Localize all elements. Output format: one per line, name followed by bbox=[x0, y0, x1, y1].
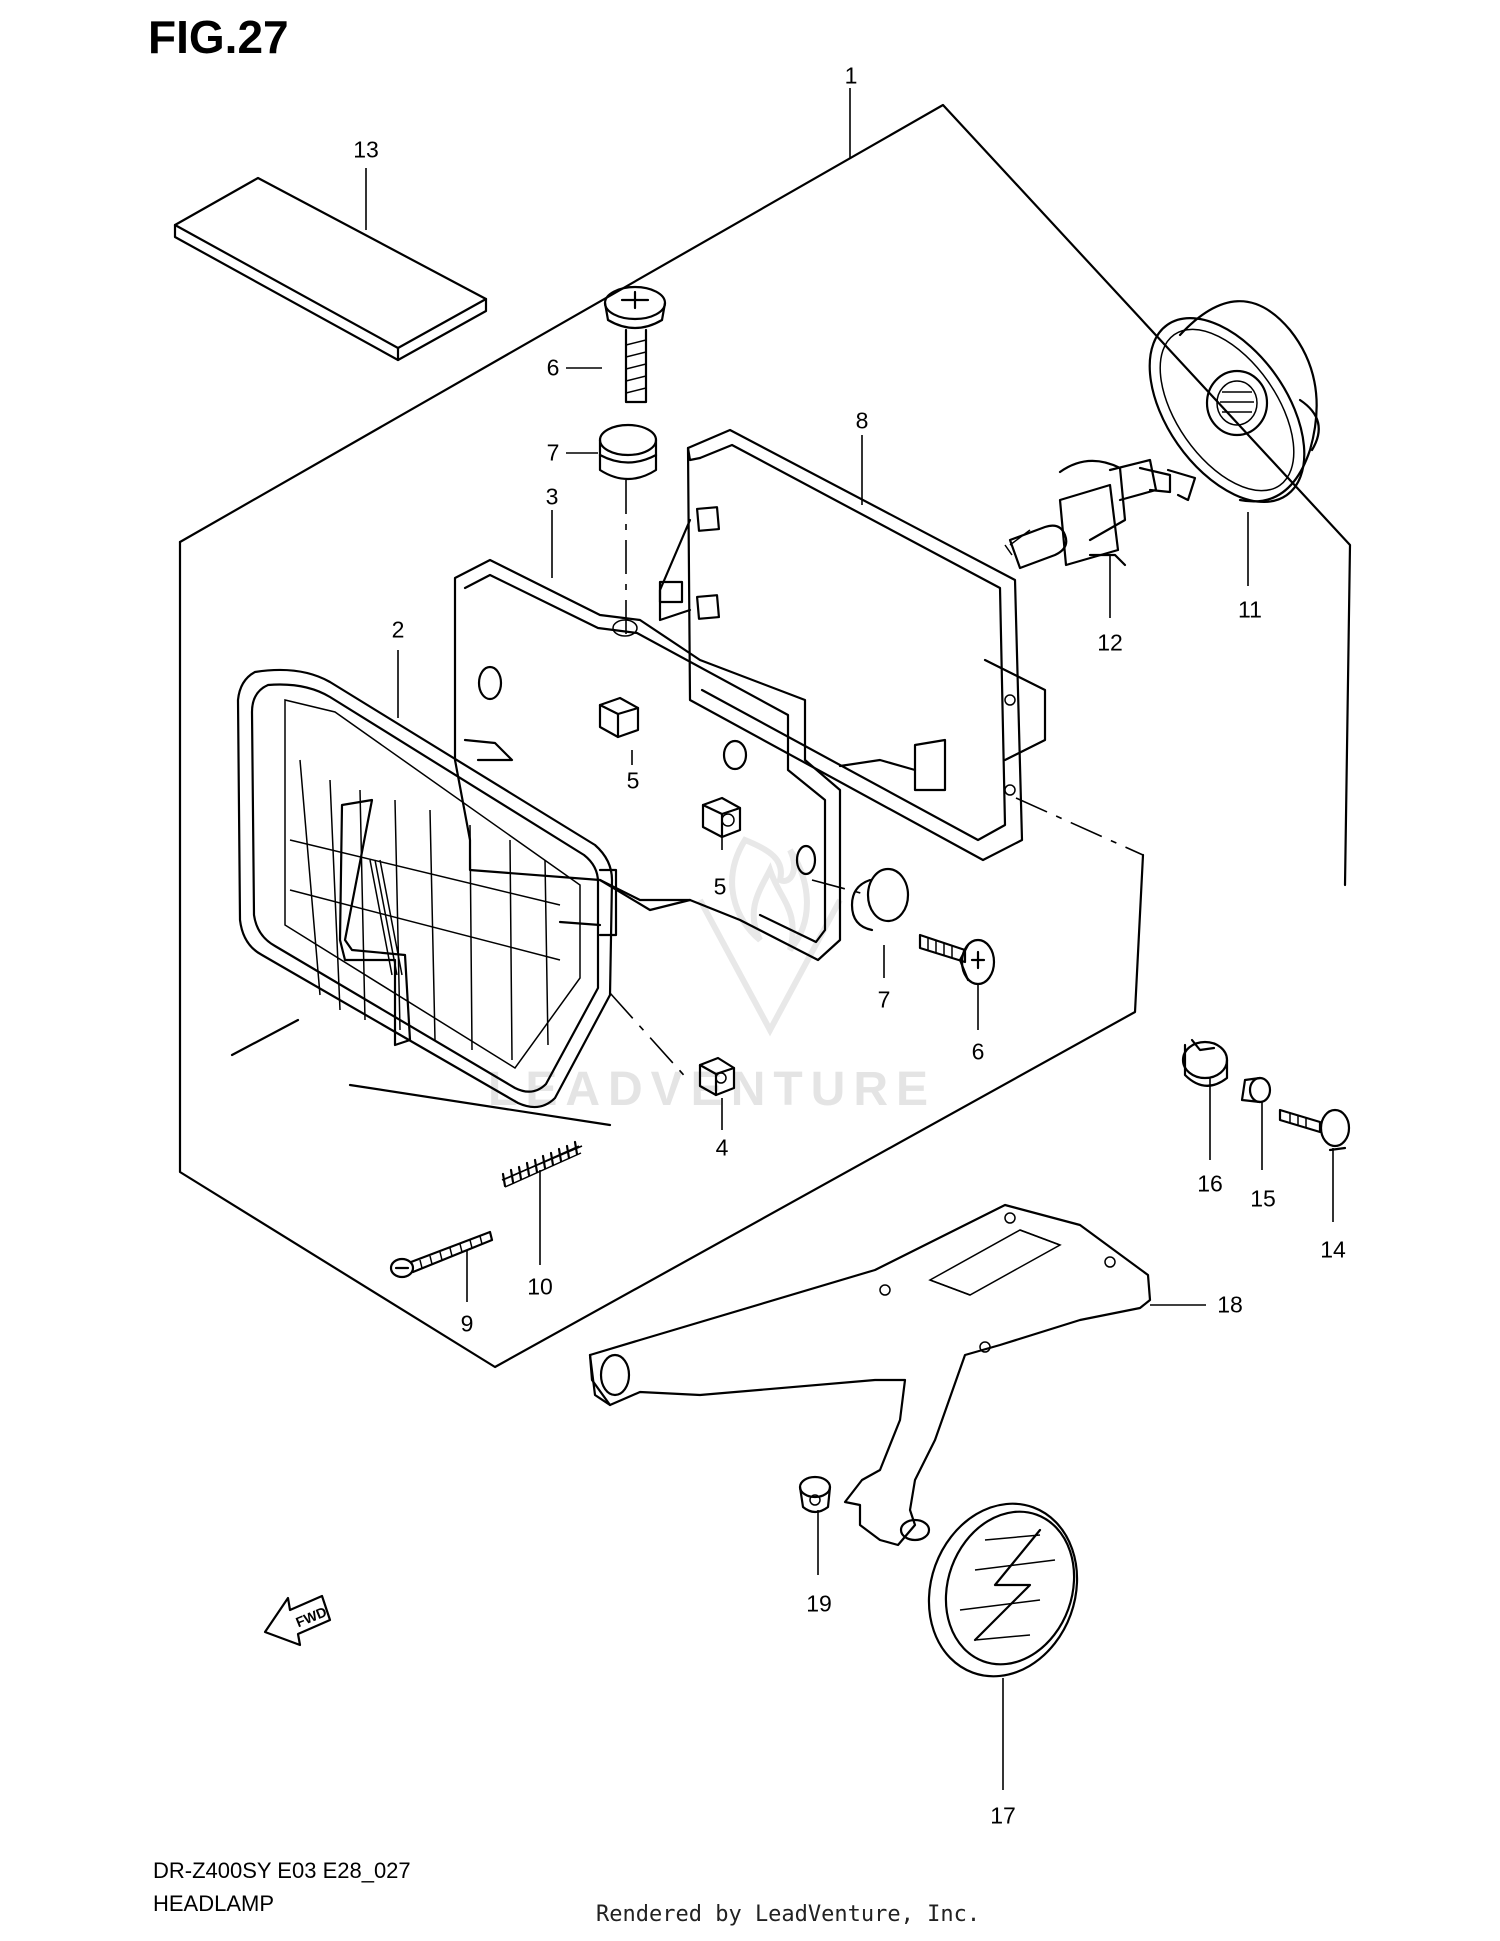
tape-pad-part bbox=[173, 176, 488, 362]
rendered-by-note: Rendered by LeadVenture, Inc. bbox=[596, 1902, 981, 1927]
assembly-box bbox=[178, 103, 1352, 1369]
bulb-part bbox=[1004, 458, 1172, 570]
upper-grommet-part bbox=[598, 423, 658, 640]
upper-screw-part bbox=[603, 285, 667, 404]
callout-17: 17 bbox=[990, 1802, 1016, 1829]
callout-7-lower: 7 bbox=[877, 986, 891, 1013]
cage-nut-parts bbox=[598, 696, 742, 1097]
callout-11: 11 bbox=[1238, 596, 1262, 623]
reflector-part bbox=[927, 1502, 1079, 1678]
callout-2: 2 bbox=[391, 616, 405, 643]
callout-3: 3 bbox=[545, 483, 559, 510]
adjust-screw-part bbox=[389, 1230, 494, 1279]
small-nut-part bbox=[798, 1475, 832, 1514]
callout-16: 16 bbox=[1197, 1170, 1223, 1197]
callout-4: 4 bbox=[715, 1134, 729, 1161]
stay-bracket-part bbox=[588, 1203, 1152, 1547]
lower-screw-part bbox=[918, 933, 996, 986]
callout-6-upper: 6 bbox=[546, 354, 560, 381]
callout-12: 12 bbox=[1097, 629, 1123, 656]
callout-15: 15 bbox=[1250, 1185, 1276, 1212]
callout-9: 9 bbox=[460, 1310, 474, 1337]
model-caption: DR-Z400SY E03 E28_027 bbox=[153, 1858, 411, 1883]
socket-cover-part bbox=[1148, 300, 1320, 503]
fwd-arrow-icon bbox=[263, 1594, 332, 1647]
leader-lines bbox=[365, 88, 1334, 1790]
callout-5-upper: 5 bbox=[626, 767, 640, 794]
callout-19: 19 bbox=[806, 1590, 832, 1617]
callout-13: 13 bbox=[353, 136, 379, 163]
fwd-label: FWD bbox=[293, 1603, 329, 1630]
callout-8: 8 bbox=[855, 407, 869, 434]
callout-1: 1 bbox=[844, 62, 858, 89]
spring-part bbox=[501, 1140, 583, 1188]
part-name-caption: HEADLAMP bbox=[153, 1891, 275, 1916]
callout-14: 14 bbox=[1320, 1236, 1346, 1263]
callout-10: 10 bbox=[527, 1273, 553, 1300]
callout-6-lower: 6 bbox=[971, 1038, 985, 1065]
figure-title: FIG.27 bbox=[148, 11, 289, 63]
callout-18: 18 bbox=[1217, 1291, 1243, 1318]
headlamp-unit-part bbox=[230, 668, 691, 1127]
callout-7-upper: 7 bbox=[546, 439, 560, 466]
rim-frame-part bbox=[658, 428, 1047, 862]
lower-grommet-part bbox=[811, 867, 910, 932]
side-hardware-parts bbox=[1181, 1038, 1351, 1152]
callout-5-lower: 5 bbox=[713, 873, 727, 900]
watermark-logo bbox=[697, 836, 843, 1037]
